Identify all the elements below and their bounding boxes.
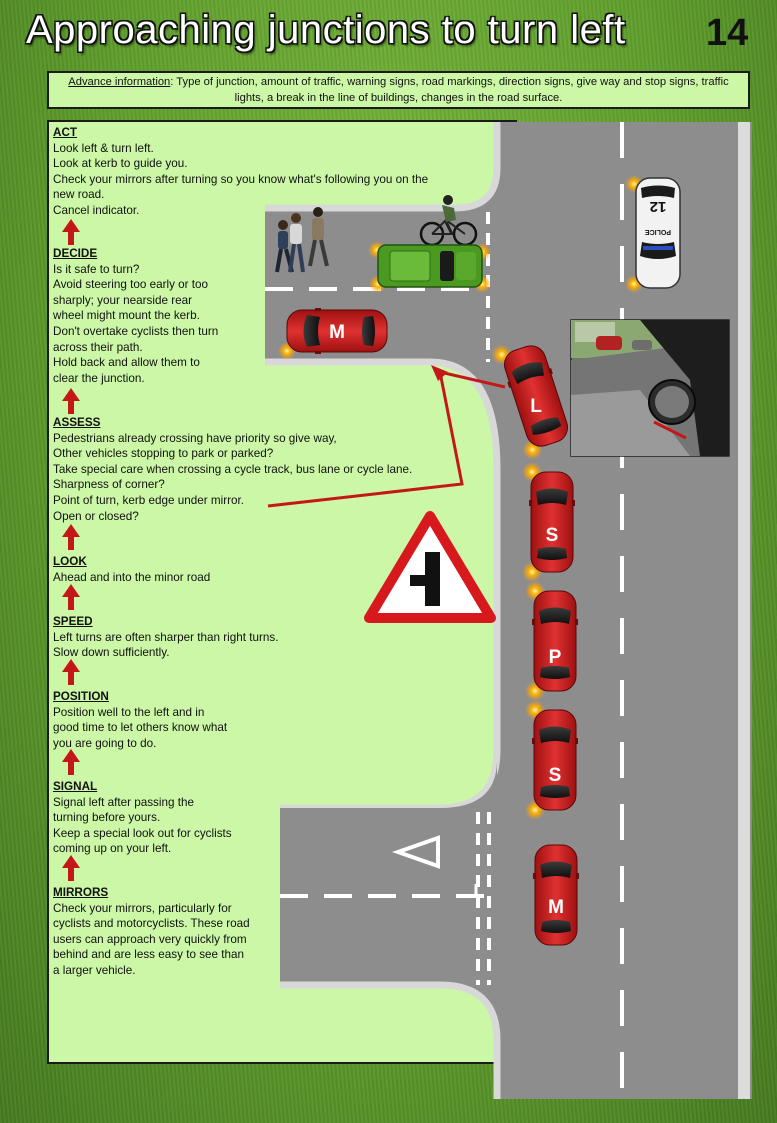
step-decide-line: wheel might mount the kerb. bbox=[53, 309, 200, 323]
step-arrow-assess bbox=[62, 388, 80, 414]
step-speed-title: SPEED bbox=[53, 615, 93, 628]
step-assess: ASSESS Pedestrians already crossing have … bbox=[53, 415, 493, 524]
step-assess-line: Point of turn, kerb edge under mirror. bbox=[53, 493, 244, 507]
step-speed: SPEED Left turns are often sharper than r… bbox=[53, 614, 493, 661]
step-arrow-decide bbox=[62, 219, 80, 245]
junction-corner-kerb bbox=[265, 358, 501, 812]
pedestrians bbox=[275, 207, 329, 273]
step-signal-line: Signal left after passing the bbox=[53, 795, 194, 809]
step-decide-line: clear the junction. bbox=[53, 371, 145, 385]
step-mirrors-title: MIRRORS bbox=[53, 886, 109, 899]
car-signal-letter: S bbox=[549, 765, 562, 786]
step-assess-line: Open or closed? bbox=[53, 509, 139, 523]
car-signal: S bbox=[525, 700, 579, 820]
step-decide-line: sharply; your nearside rear bbox=[53, 293, 193, 307]
step-act: ACT Look left & turn left. Look at kerb to… bbox=[53, 125, 493, 219]
page-number: 14 bbox=[706, 12, 749, 54]
upper-side-road-kerb bbox=[265, 167, 501, 212]
cyclist bbox=[419, 195, 478, 247]
main-road-far-kerb bbox=[738, 122, 750, 1099]
step-look-line: Ahead and into the minor road bbox=[53, 570, 211, 584]
step-mirrors-line: cyclists and motorcyclists. These road bbox=[53, 917, 250, 931]
step-assess-line: Sharpness of corner? bbox=[53, 478, 165, 492]
step-act-line: new road. bbox=[53, 188, 105, 202]
give-way-triangle-marking bbox=[391, 835, 440, 869]
step-mirrors: MIRRORS Check your mirrors, particularly … bbox=[53, 885, 493, 979]
step-speed-line: Slow down sufficiently. bbox=[53, 646, 170, 660]
police-car: 12 POLICE bbox=[625, 175, 681, 293]
step-act-line: Look at kerb to guide you. bbox=[53, 157, 188, 171]
step-mirrors-line: a larger vehicle. bbox=[53, 963, 136, 977]
step-assess-line: Pedestrians already crossing have priori… bbox=[53, 431, 337, 445]
step-signal-title: SIGNAL bbox=[53, 780, 98, 793]
step-look-title: LOOK bbox=[53, 555, 87, 568]
step-arrow-look bbox=[62, 524, 80, 550]
step-look: LOOK Ahead and into the minor road bbox=[53, 554, 493, 585]
car-mirrors-letter: M bbox=[548, 897, 564, 918]
step-signal-line: coming up on your left. bbox=[53, 842, 172, 856]
step-arrow-speed bbox=[62, 584, 80, 610]
step-decide-line: Is it safe to turn? bbox=[53, 262, 140, 276]
pickup-truck bbox=[368, 241, 491, 293]
step-arrow-mirrors bbox=[62, 855, 80, 881]
car-position-letter: P bbox=[549, 647, 562, 668]
step-position-line: you are going to do. bbox=[53, 736, 157, 750]
step-decide-line: Don't overtake cyclists then turn bbox=[53, 324, 219, 338]
car-turning-look: L bbox=[491, 340, 574, 460]
step-act-line: Cancel indicator. bbox=[53, 203, 140, 217]
mirror-view-photo bbox=[570, 319, 730, 457]
police-car-label: POLICE bbox=[645, 228, 671, 235]
step-decide-title: DECIDE bbox=[53, 247, 98, 260]
page-title: Approaching junctions to turn left bbox=[26, 8, 626, 52]
step-mirrors-line: users can approach very quickly from bbox=[53, 932, 247, 946]
step-assess-title: ASSESS bbox=[53, 416, 101, 429]
step-position-line: good time to let others know what bbox=[53, 721, 228, 735]
step-decide: DECIDE Is it safe to turn? Avoid steering … bbox=[53, 246, 493, 386]
car-mirrors: M bbox=[532, 844, 580, 946]
lower-side-road-kerb bbox=[280, 981, 501, 1099]
step-mirrors-line: behind and are less easy to see than bbox=[53, 948, 245, 962]
advance-information-box: Advance information: Type of junction, a… bbox=[47, 71, 750, 109]
police-car-number: 12 bbox=[650, 198, 667, 215]
side-road-warning-sign bbox=[364, 511, 496, 623]
turn-point-pointer bbox=[267, 365, 506, 508]
advance-information-label: Advance information bbox=[68, 76, 171, 88]
step-decide-line: Avoid steering too early or too bbox=[53, 278, 209, 292]
step-position: POSITION Position well to the left and in… bbox=[53, 689, 493, 751]
step-mirrors-line: Check your mirrors, particularly for bbox=[53, 901, 232, 915]
car-turning-look-letter: L bbox=[530, 396, 542, 417]
step-act-title: ACT bbox=[53, 126, 78, 139]
step-arrow-signal bbox=[62, 749, 80, 775]
step-decide-line: across their path. bbox=[53, 340, 143, 354]
advance-information-text: : Type of junction, amount of traffic, w… bbox=[170, 76, 729, 105]
step-signal: SIGNAL Signal left after passing the turni… bbox=[53, 779, 493, 857]
step-position-title: POSITION bbox=[53, 690, 109, 703]
step-position-line: Position well to the left and in bbox=[53, 705, 205, 719]
step-signal-line: turning before yours. bbox=[53, 811, 161, 825]
step-signal-line: Keep a special look out for cyclists bbox=[53, 826, 232, 840]
step-act-line: Look left & turn left. bbox=[53, 141, 154, 155]
step-assess-line: Other vehicles stopping to park or parke… bbox=[53, 447, 274, 461]
car-speed: S bbox=[522, 462, 576, 582]
step-act-line: Check your mirrors after turning so you … bbox=[53, 172, 429, 186]
step-arrow-position bbox=[62, 659, 80, 685]
car-position: P bbox=[525, 581, 579, 701]
car-minor-road-letter: M bbox=[329, 322, 345, 343]
step-assess-line: Take special care when crossing a cycle … bbox=[53, 462, 413, 476]
car-minor-road: M bbox=[278, 307, 388, 360]
car-speed-letter: S bbox=[546, 525, 559, 546]
step-speed-line: Left turns are often sharper than right … bbox=[53, 630, 279, 644]
step-decide-line: Hold back and allow them to bbox=[53, 356, 200, 370]
step-arrows bbox=[62, 219, 80, 881]
